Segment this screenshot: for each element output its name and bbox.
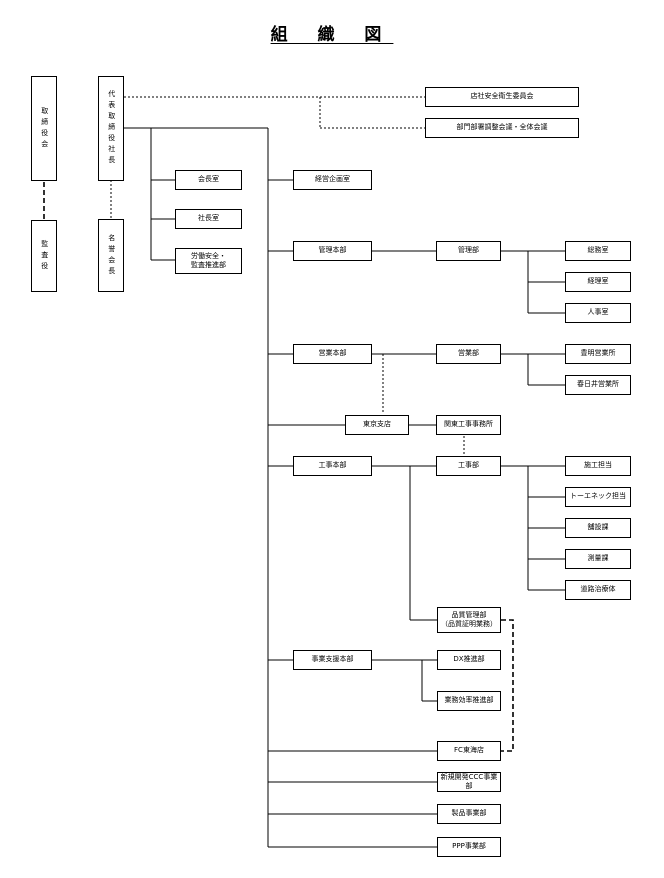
construction-dept-box: 工事部 — [436, 456, 501, 476]
paving-section-box: 舗設課 — [565, 518, 631, 538]
construction-hq-box: 工事本部 — [293, 456, 372, 476]
admin-dept-box: 管理部 — [436, 241, 501, 261]
coordination-meeting-box: 部門部署調整会議・全体会議 — [425, 118, 579, 138]
kanto-office-box: 関東工事事務所 — [436, 415, 501, 435]
president-box: 代表取締役社長 — [98, 76, 124, 181]
new-ccc-division-box: 新規開発CCC事業部 — [437, 772, 501, 792]
safety-audit-dept-box: 労働安全・監査推進部 — [175, 248, 242, 274]
tokyo-branch-box: 東京支店 — [345, 415, 409, 435]
admin-hq-box: 管理本部 — [293, 241, 372, 261]
general-affairs-box: 総務室 — [565, 241, 631, 261]
board-of-directors-box: 取締役会 — [31, 76, 57, 181]
honorary-chairman-box: 名誉会長 — [98, 219, 124, 292]
chairman-office-box: 会長室 — [175, 170, 242, 190]
ppp-division-box: PPP事業部 — [437, 837, 501, 857]
business-support-hq-box: 事業支援本部 — [293, 650, 372, 670]
auditor-box: 監査役 — [31, 220, 57, 292]
efficiency-dept-box: 業務効率推進部 — [437, 691, 501, 711]
fc-tokai-box: FC東海店 — [437, 741, 501, 761]
hr-box: 人事室 — [565, 303, 631, 323]
quality-control-dept-box: 品質管理部（品質証明業務） — [437, 607, 501, 633]
road-repair-box: 道路治療体 — [565, 580, 631, 600]
sales-hq-box: 営業本部 — [293, 344, 372, 364]
page-title: 組 織 図 — [270, 25, 394, 45]
management-planning-box: 経営企画室 — [293, 170, 372, 190]
toenec-staff-box: トーエネック担当 — [565, 487, 631, 507]
kasugai-office-box: 春日井営業所 — [565, 375, 631, 395]
accounting-box: 経理室 — [565, 272, 631, 292]
president-office-box: 社長室 — [175, 209, 242, 229]
construction-staff-box: 施工担当 — [565, 456, 631, 476]
dx-dept-box: DX推進部 — [437, 650, 501, 670]
sales-dept-box: 営業部 — [436, 344, 501, 364]
safety-committee-box: 店社安全衛生委員会 — [425, 87, 579, 107]
survey-section-box: 測量課 — [565, 549, 631, 569]
toyoake-office-box: 豊明営業所 — [565, 344, 631, 364]
products-division-box: 製品事業部 — [437, 804, 501, 824]
